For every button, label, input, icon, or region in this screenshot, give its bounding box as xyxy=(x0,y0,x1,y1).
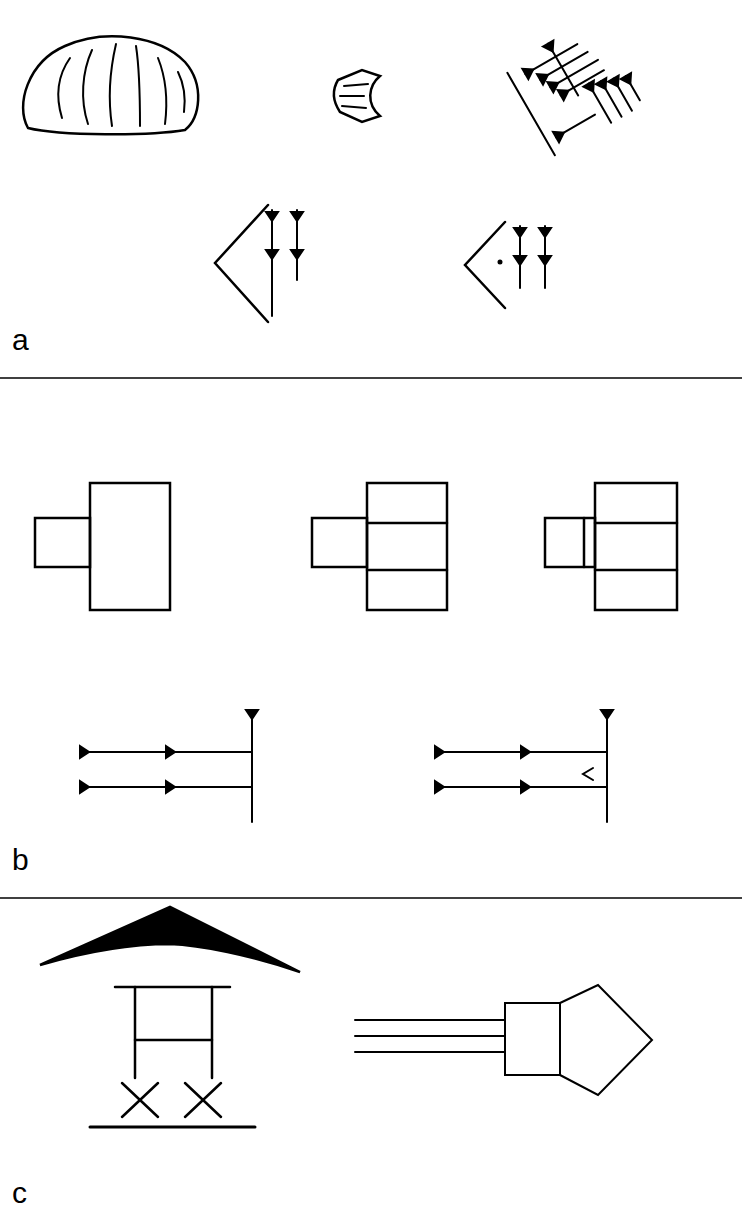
cuneiform-sign xyxy=(465,222,551,308)
panel-label: b xyxy=(12,845,29,875)
cuneiform-sign xyxy=(505,15,648,155)
panel-separator xyxy=(0,377,742,379)
pictograph xyxy=(545,483,677,610)
cuneiform-sign xyxy=(215,205,303,322)
panel-label: a xyxy=(12,325,29,355)
cuneiform-sign xyxy=(435,710,613,822)
panel-separator xyxy=(0,897,742,899)
pictograph xyxy=(40,907,300,1127)
clay-fragment xyxy=(334,70,380,122)
clay-token xyxy=(23,36,198,134)
pictograph xyxy=(35,483,170,610)
cuneiform-sign xyxy=(80,710,258,822)
panel-label: c xyxy=(12,1178,27,1208)
pictograph xyxy=(312,483,447,610)
pictograph xyxy=(355,985,652,1095)
